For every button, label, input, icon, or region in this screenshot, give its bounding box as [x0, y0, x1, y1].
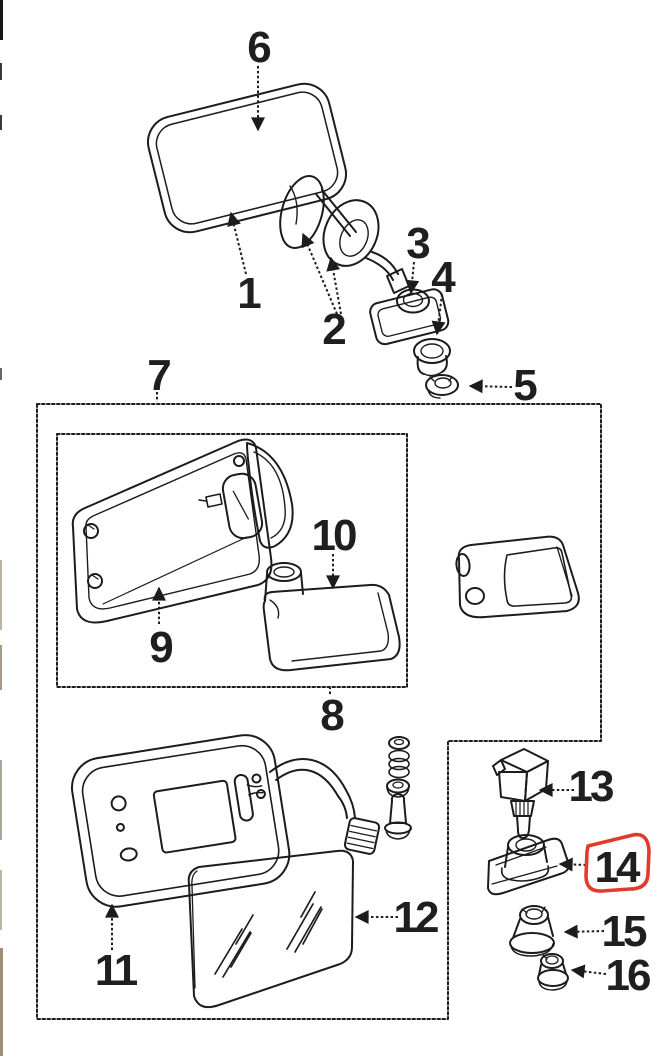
part-callout-7[interactable]: 7 [147, 351, 173, 400]
bezel-14-art [487, 834, 570, 896]
screw-set-art [384, 736, 412, 840]
arrow-part-15 [563, 924, 605, 939]
arrow-part-1 [227, 211, 247, 275]
arrow-part-14 [558, 857, 587, 872]
arrow-part-16 [570, 964, 607, 979]
highlight-circle-14 [584, 832, 651, 893]
mirror-glass-6-art [147, 82, 347, 234]
part-callout-2[interactable]: 2 [322, 305, 348, 354]
actuator-11-art [71, 734, 381, 908]
part-callout-10[interactable]: 10 [312, 511, 359, 560]
arrow-part-5 [468, 379, 513, 394]
pivot-parts-2-art [279, 175, 410, 294]
mirror-glass-12-art [187, 849, 354, 1009]
part-callout-16[interactable]: 16 [606, 951, 653, 1000]
bushing-4-art [413, 338, 451, 377]
sub-box-8 [56, 433, 408, 688]
nut-16-art [537, 953, 569, 991]
part-callout-14[interactable]: 14 [595, 843, 644, 892]
part-callout-1[interactable]: 1 [237, 269, 264, 318]
grommet-15-art [509, 905, 555, 957]
switch-13-art [492, 748, 549, 839]
part-callout-9[interactable]: 9 [149, 623, 175, 672]
part-callout-6[interactable]: 6 [247, 23, 273, 72]
scan-edge-artifact [0, 0, 3, 1056]
part-callout-11[interactable]: 11 [95, 946, 141, 995]
arrow-part-2a [301, 232, 338, 315]
part-callout-3[interactable]: 3 [406, 219, 432, 268]
part-callout-12[interactable]: 12 [394, 893, 441, 942]
grommet-5-art [425, 374, 459, 399]
part-callout-4[interactable]: 4 [431, 253, 459, 302]
housing-10-art [262, 562, 401, 672]
part-callout-8[interactable]: 8 [320, 691, 347, 740]
housing-back-9-art [71, 438, 294, 624]
arrow-part-4 [431, 293, 446, 336]
arrow-part-3 [405, 261, 420, 295]
assembly-box-7 [36, 403, 602, 1020]
part-callout-13[interactable]: 13 [569, 762, 616, 811]
housing-right-art [455, 535, 580, 619]
part-callout-15[interactable]: 15 [602, 907, 650, 956]
part-callout-5[interactable]: 5 [513, 361, 540, 410]
